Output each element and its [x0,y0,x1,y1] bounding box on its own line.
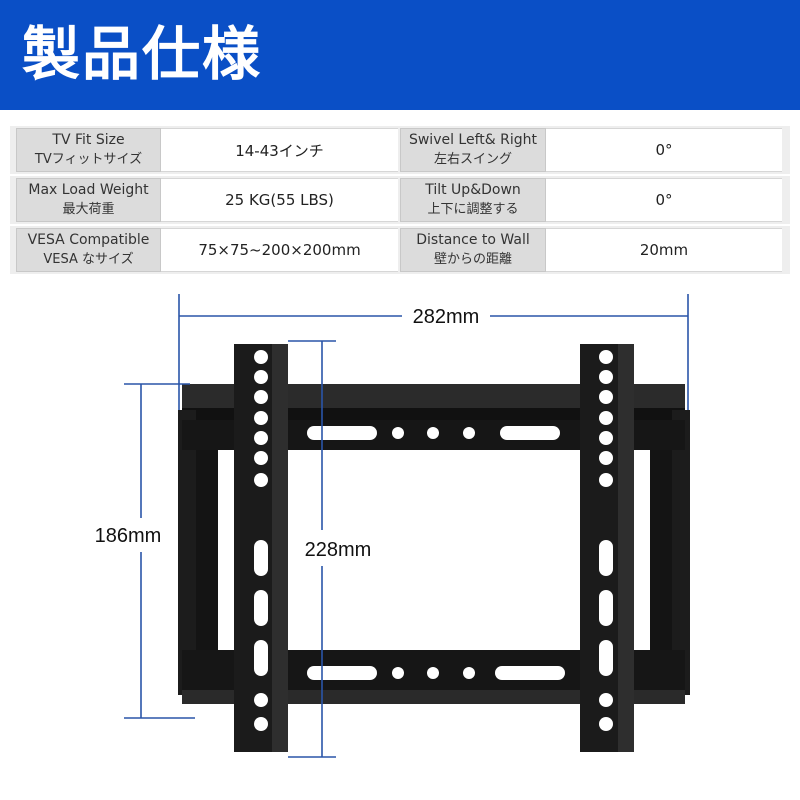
spec-label-jp: 上下に調整する [427,202,519,217]
height-dimension-label: 186mm [95,525,162,547]
spec-value-swivel: 0° [546,128,782,172]
spec-label-max-load: Max Load Weight 最大荷重 [16,178,161,222]
width-dimension [178,294,689,410]
spec-label-jp: 最大荷重 [62,202,115,217]
header-banner: 製品仕様 [0,0,800,110]
spec-label-en: Swivel Left& Right [408,132,538,148]
spec-label-distance: Distance to Wall 壁からの距離 [400,228,546,272]
spec-label-swivel: Swivel Left& Right 左右スイング [400,128,546,172]
spec-label-en: VESA Compatible [27,232,150,248]
rail-dimension-label: 228mm [305,539,372,561]
rail-dimension [288,340,336,758]
spec-value-tv-fit-size: 14-43インチ [161,128,398,172]
height-dimension [124,383,195,719]
spec-label-en: Tilt Up&Down [425,182,521,198]
spec-label-jp: TVフィットサイズ [34,152,143,167]
spec-value-distance: 20mm [546,228,782,272]
spec-label-tv-fit-size: TV Fit Size TVフィットサイズ [16,128,161,172]
spec-label-vesa: VESA Compatible VESA なサイズ [16,228,161,272]
spec-label-en: Max Load Weight [28,182,149,198]
spec-value-max-load: 25 KG(55 LBS) [161,178,398,222]
spec-table: TV Fit Size TVフィットサイズ 14-43インチ Swivel Le… [0,122,800,274]
spec-label-jp: VESA なサイズ [43,252,134,267]
spec-value-tilt: 0° [546,178,782,222]
bracket-diagram: 282mm 186mm 228mm [95,294,690,758]
right-rail [580,344,634,752]
left-rail [234,344,288,752]
page-title: 製品仕様 [22,20,263,88]
spec-label-jp: 左右スイング [433,152,512,167]
width-dimension-label: 282mm [413,306,480,328]
spec-label-en: Distance to Wall [416,232,530,248]
spec-value-vesa: 75×75~200×200mm [161,228,398,272]
spec-label-en: TV Fit Size [52,132,125,148]
spec-label-tilt: Tilt Up&Down 上下に調整する [400,178,546,222]
spec-label-jp: 壁からの距離 [433,252,512,267]
